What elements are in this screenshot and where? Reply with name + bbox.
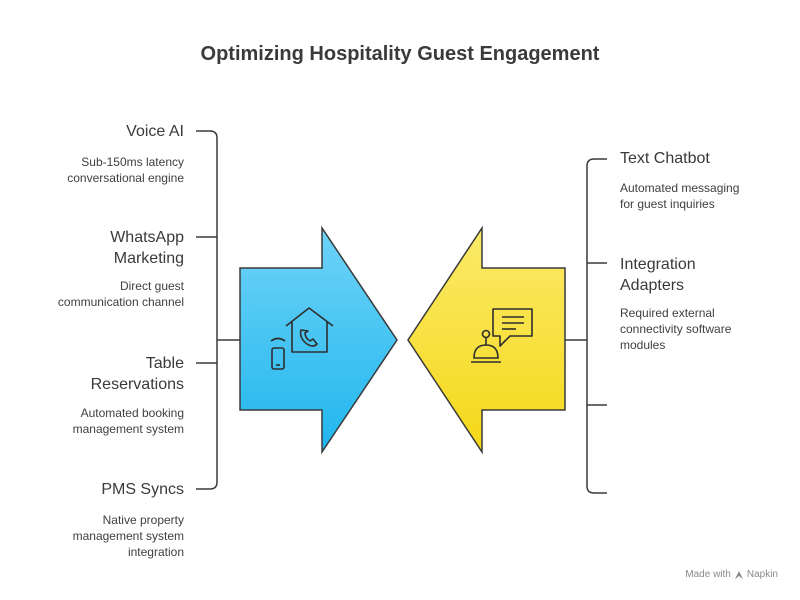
house-phone-icon	[285, 307, 334, 353]
item-voice-ai: Voice AI	[126, 121, 184, 142]
item-heading: Text Chatbot	[620, 150, 710, 167]
chat-bubble-icon	[492, 308, 533, 347]
diagram-title: Optimizing Hospitality Guest Engagement	[200, 43, 600, 65]
napkin-logo-icon	[734, 570, 743, 579]
right-bracket	[565, 158, 607, 494]
item-text-chatbot: Text Chatbot	[620, 148, 710, 169]
smartphone-icon	[270, 337, 286, 370]
footer-text: Made with	[685, 569, 731, 580]
item-pms-syncs: PMS Syncs	[101, 479, 184, 500]
footer-brand: Napkin	[746, 569, 778, 580]
item-heading: PMS Syncs	[101, 481, 184, 498]
left-arrow-shape	[239, 225, 398, 455]
left-bracket	[196, 130, 240, 490]
made-with-napkin-footer[interactable]: Made with Napkin	[685, 569, 778, 580]
service-bell-icon	[471, 329, 501, 363]
item-heading: Voice AI	[126, 123, 184, 140]
